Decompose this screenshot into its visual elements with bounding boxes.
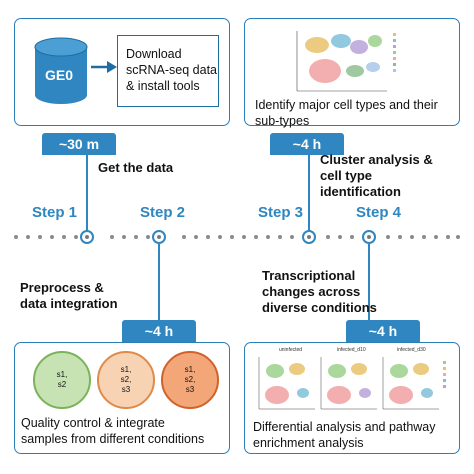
- download-line-2: scRNA-seq data: [126, 63, 218, 77]
- geo-label: GE0: [45, 67, 74, 83]
- umap-plot: [296, 31, 396, 92]
- sample-circle-3-line-3: s3: [185, 385, 195, 394]
- time-badge-step3: ~4 h: [270, 133, 344, 155]
- step4-label-3: diverse conditions: [262, 300, 377, 315]
- sample-circle-2: s1, s2, s3: [97, 351, 155, 409]
- step-2-label: Step 2: [140, 204, 186, 221]
- download-inner-box: Download scRNA-seq data & install tools: [117, 35, 219, 107]
- cluster-desc-line-1: Identify major cell types and their: [255, 98, 438, 112]
- download-line-3: & install tools: [126, 79, 200, 93]
- sample-circle-2-line-2: s2,: [120, 375, 132, 384]
- cluster-box: Identify major cell types and their sub-…: [244, 18, 460, 128]
- sample-circle-1-line-2: s2: [57, 380, 67, 389]
- step-4-marker: [362, 230, 376, 244]
- connector-step1: [86, 155, 88, 231]
- step3-label-3: identification: [320, 184, 401, 199]
- step3-label-2: cell type: [320, 168, 373, 183]
- umap-title-1: uninfected: [279, 347, 303, 353]
- step-2-marker: [152, 230, 166, 244]
- sample-circle-1-line-1: s1,: [56, 370, 68, 379]
- preprocess-desc-line-1: Quality control & integrate: [21, 416, 165, 430]
- step4-label-2: changes across: [262, 284, 361, 299]
- preprocess-desc-line-2: samples from different conditions: [21, 432, 205, 446]
- step-1-label: Step 1: [32, 204, 78, 221]
- differential-box: uninfected infected_d10 infected_d30: [244, 342, 460, 454]
- step2-label-1: Preprocess &: [20, 280, 104, 295]
- arrow-icon: [91, 61, 117, 73]
- cluster-desc-line-2: sub-types: [255, 114, 310, 128]
- sample-circle-2-line-3: s3: [121, 385, 131, 394]
- database-icon: [34, 37, 88, 104]
- step1-label: Get the data: [98, 160, 174, 175]
- download-box: GE0 Download scRNA-seq data & install to…: [14, 18, 230, 126]
- step2-label-2: data integration: [20, 296, 118, 311]
- sample-circle-2-line-1: s1,: [120, 365, 132, 374]
- step-1-marker: [80, 230, 94, 244]
- timeline: [14, 235, 460, 239]
- differential-desc-line-1: Differential analysis and pathway: [253, 420, 436, 434]
- time-badge-step4: ~4 h: [346, 320, 420, 342]
- step3-label-1: Cluster analysis &: [320, 152, 433, 167]
- time-badge-step1: ~30 m: [42, 133, 116, 155]
- umap-comparison-plot: [258, 357, 446, 410]
- step-3-marker: [302, 230, 316, 244]
- umap-title-3: infected_d30: [397, 347, 426, 353]
- differential-desc-line-2: enrichment analysis: [253, 436, 364, 450]
- step-3-label: Step 3: [258, 204, 304, 221]
- sample-circle-3-line-2: s2,: [184, 375, 196, 384]
- download-line-1: Download: [126, 47, 182, 61]
- time-badge-step2: ~4 h: [122, 320, 196, 342]
- connector-step4: [368, 244, 370, 320]
- sample-circle-3-line-1: s1,: [184, 365, 196, 374]
- umap-title-2: infected_d10: [337, 347, 366, 353]
- preprocess-box: s1, s2 s1, s2, s3 s1, s2, s3 Quality con…: [14, 342, 230, 454]
- step4-label-1: Transcriptional: [262, 268, 356, 283]
- sample-circle-3: s1, s2, s3: [161, 351, 219, 409]
- sample-circle-1: s1, s2: [33, 351, 91, 409]
- connector-step2: [158, 244, 160, 320]
- connector-step3: [308, 155, 310, 231]
- step-4-label: Step 4: [356, 204, 402, 221]
